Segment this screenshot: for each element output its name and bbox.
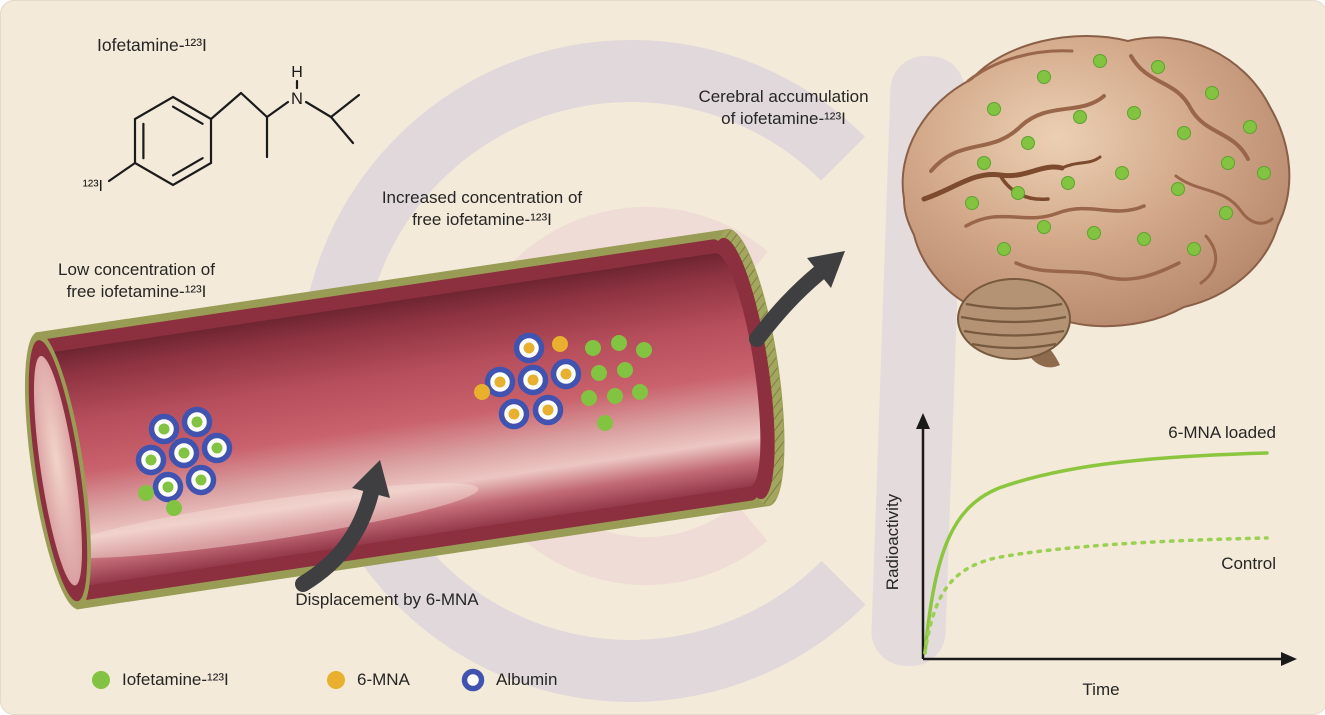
loaded-curve xyxy=(923,451,1269,655)
legend-mna-label: 6-MNA xyxy=(357,670,410,689)
x-axis-arrowhead xyxy=(1281,652,1297,666)
amine-hydrogen-label: H xyxy=(291,64,303,81)
free-iofetamine-dots xyxy=(581,335,652,431)
low-concentration-line2: free iofetamine-¹²³I xyxy=(66,282,207,301)
cerebellum xyxy=(957,278,1071,368)
cerebral-accumulation-label: Cerebral accumulation of iofetamine-¹²³I xyxy=(656,86,911,130)
legend-iofetamine-label: Iofetamine-¹²³I xyxy=(122,670,229,689)
increased-concentration-line1: Increased concentration of xyxy=(381,188,583,207)
increased-concentration-label: Increased concentration of free iofetami… xyxy=(351,187,613,231)
legend-item-iofetamine: Iofetamine-¹²³I xyxy=(91,667,229,693)
legend-item-albumin: Albumin xyxy=(461,667,557,693)
iofetamine-dot-icon xyxy=(92,671,110,689)
blood-vessel-illustration xyxy=(24,229,785,610)
albumin-ring-icon xyxy=(461,668,485,692)
iofetamine-structure: ¹²³I H N xyxy=(83,64,361,195)
radioactivity-chart xyxy=(916,413,1297,666)
molecule-title: Iofetamine-¹²³I xyxy=(97,35,207,55)
iodine-123-label: ¹²³I xyxy=(83,178,103,195)
brain-gyri-lines xyxy=(921,49,1274,285)
amine-nitrogen-label: N xyxy=(291,90,303,108)
chart-axes xyxy=(921,425,1285,661)
displacement-arrow xyxy=(295,460,390,592)
loaded-series-label: 6-MNA loaded xyxy=(1168,423,1276,442)
y-axis-arrowhead xyxy=(916,413,930,429)
mna-dot-icon xyxy=(327,671,345,689)
to-brain-arrow xyxy=(749,251,845,347)
displacement-label: Displacement by 6-MNA xyxy=(295,590,479,609)
brain-illustration xyxy=(901,35,1291,368)
chart-y-axis-label: Radioactivity xyxy=(883,493,902,591)
legend-item-mna: 6-MNA xyxy=(326,667,410,693)
control-curve xyxy=(923,536,1269,655)
control-series-label: Control xyxy=(1221,554,1276,573)
displacement-cluster xyxy=(474,332,652,431)
low-concentration-label: Low concentration of free iofetamine-¹²³… xyxy=(29,259,244,303)
low-concentration-line1: Low concentration of xyxy=(58,260,215,279)
legend-albumin-label: Albumin xyxy=(496,670,558,689)
cerebral-accumulation-line2: of iofetamine-¹²³I xyxy=(721,109,846,128)
albumin-bound-iofetamine-cluster xyxy=(135,406,233,516)
chart-x-axis-label: Time xyxy=(1082,680,1120,699)
brain-iofetamine-dots xyxy=(965,54,1271,256)
cerebral-accumulation-line1: Cerebral accumulation xyxy=(698,87,869,106)
increased-concentration-line2: free iofetamine-¹²³I xyxy=(412,210,552,229)
